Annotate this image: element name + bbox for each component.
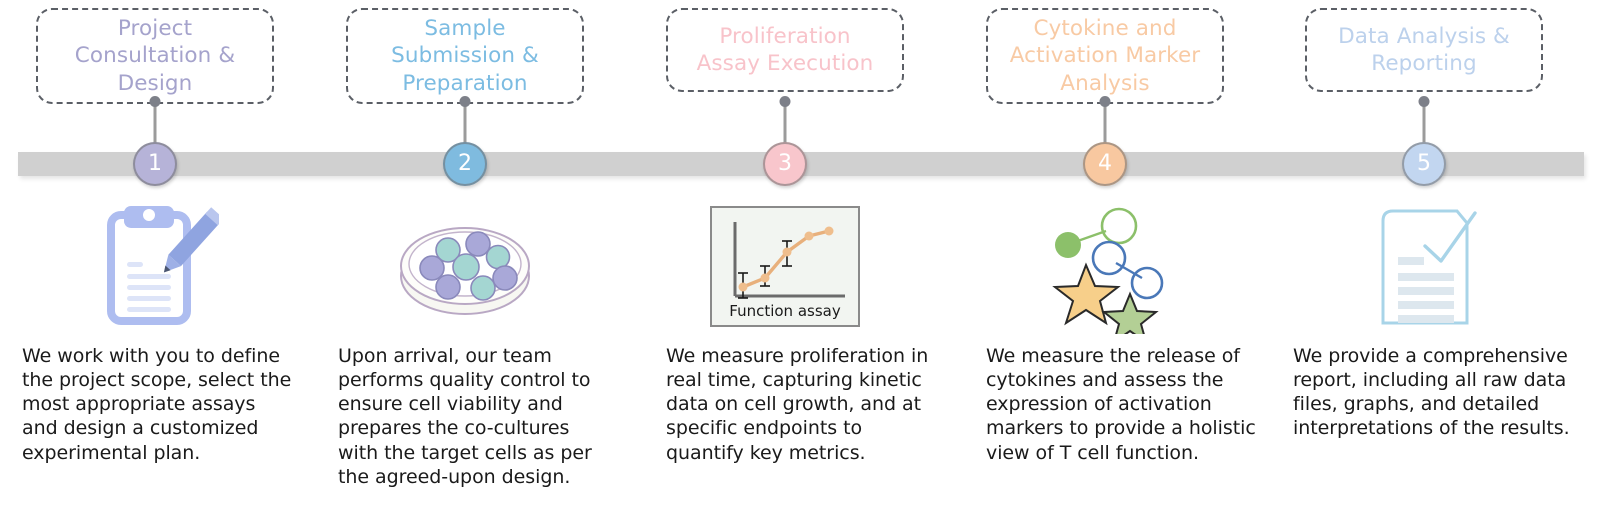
step-icon-5 <box>1335 196 1515 336</box>
step-connector-5 <box>1422 100 1426 164</box>
step-connector-4 <box>1103 100 1107 164</box>
chart-label: Function assay <box>729 302 841 320</box>
step-column-5: Data Analysis & Reporting 5 We provide a… <box>1265 0 1600 506</box>
step-title-line: Consultation & <box>74 43 236 69</box>
step-number-5: 5 <box>1417 151 1431 176</box>
step-description-1: We work with you to define the project s… <box>22 345 292 464</box>
step-header-box-4[interactable]: Cytokine and Activation Marker Analysis <box>986 8 1224 104</box>
step-title-line: Analysis <box>1060 70 1150 96</box>
step-title-5: Data Analysis & Reporting <box>1338 23 1510 78</box>
step-number-3: 3 <box>778 151 792 176</box>
petri-dish-icon <box>400 227 530 315</box>
step-header-box-3[interactable]: Proliferation Assay Execution <box>666 8 904 92</box>
step-title-line: Assay Execution <box>696 51 874 76</box>
step-header-box-2[interactable]: Sample Submission & Preparation <box>346 8 584 104</box>
step-description-4: We measure the release of cytokines and … <box>986 345 1256 464</box>
step-connector-dot-5 <box>1418 96 1430 107</box>
clipboard-pencil-icon <box>107 206 219 325</box>
step-header-box-1[interactable]: Project Consultation & Design <box>36 8 274 104</box>
step-marker-4[interactable]: 4 <box>1083 142 1127 186</box>
step-title-line: Activation Marker <box>1009 43 1201 69</box>
step-title-line: Preparation <box>402 70 528 96</box>
step-title-line: Cytokine and <box>1033 16 1177 41</box>
step-title-line: Sample <box>424 16 506 41</box>
step-column-2: Sample Submission & Preparation 2 <box>310 0 620 506</box>
step-connector-dot-3 <box>779 96 791 107</box>
step-marker-1[interactable]: 1 <box>133 142 177 186</box>
step-title-line: Submission & <box>391 43 539 69</box>
function-assay-chart-icon: Function assay <box>710 205 860 327</box>
step-title-4: Cytokine and Activation Marker Analysis <box>1010 15 1201 97</box>
step-title-1: Project Consultation & Design <box>75 15 235 97</box>
step-description-2: Upon arrival, our team performs quality … <box>338 345 592 488</box>
step-connector-3 <box>783 100 787 164</box>
step-marker-3[interactable]: 3 <box>763 142 807 186</box>
step-icon-4 <box>1015 196 1195 336</box>
step-number-1: 1 <box>148 151 162 176</box>
step-connector-2 <box>463 100 467 164</box>
step-icon-3: Function assay <box>695 196 875 336</box>
step-connector-dot-1 <box>149 96 161 107</box>
step-title-line: Proliferation <box>719 23 851 49</box>
step-icon-1 <box>65 196 245 336</box>
report-check-icon <box>1381 209 1477 325</box>
step-description-5: We provide a comprehensive report, inclu… <box>1293 345 1570 440</box>
step-number-4: 4 <box>1098 151 1112 176</box>
step-icon-2 <box>375 196 555 336</box>
step-column-3: Proliferation Assay Execution 3 <box>630 0 940 506</box>
step-title-2: Sample Submission & Preparation <box>391 15 539 97</box>
step-title-line: Design <box>117 70 193 96</box>
step-title-3: Proliferation Assay Execution <box>697 23 874 78</box>
step-column-1: Project Consultation & Design 1 <box>0 0 310 506</box>
step-connector-dot-4 <box>1099 96 1111 107</box>
step-marker-2[interactable]: 2 <box>443 142 487 186</box>
step-connector-1 <box>153 100 157 164</box>
step-title-line: Reporting <box>1371 51 1477 76</box>
step-connector-dot-2 <box>459 96 471 107</box>
step-title-line: Project <box>117 16 193 41</box>
step-description-3: We measure proliferation in real time, c… <box>666 345 929 464</box>
step-number-2: 2 <box>458 151 472 176</box>
step-marker-5[interactable]: 5 <box>1402 142 1446 186</box>
cytokine-network-icon <box>1052 207 1164 334</box>
step-title-line: Data Analysis & <box>1338 23 1510 49</box>
step-column-4: Cytokine and Activation Marker Analysis … <box>950 0 1260 506</box>
step-header-box-5[interactable]: Data Analysis & Reporting <box>1305 8 1543 92</box>
